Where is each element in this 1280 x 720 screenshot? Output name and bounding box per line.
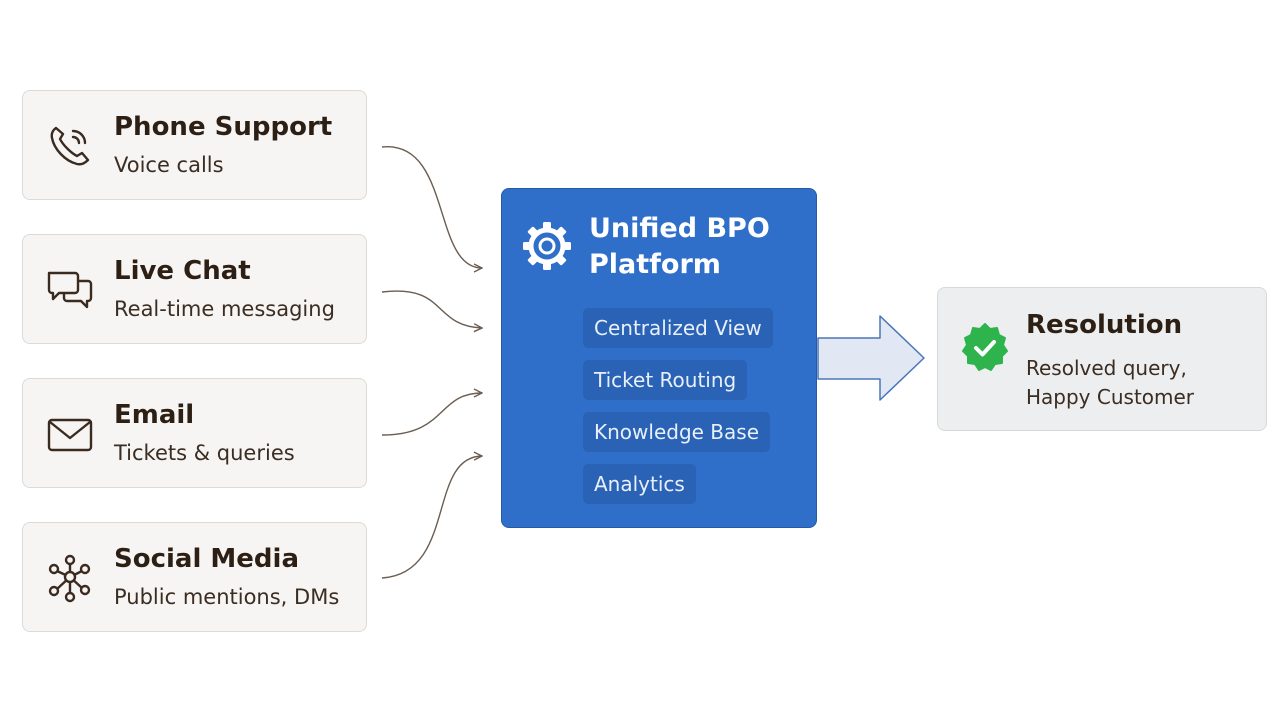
phone-icon — [50, 126, 90, 166]
channel-title: Email — [114, 400, 195, 430]
feature-ticket-routing: Ticket Routing — [583, 360, 748, 400]
channel-subtitle: Tickets & queries — [114, 441, 295, 465]
chat-bubbles-icon — [47, 271, 93, 309]
channel-subtitle: Real-time messaging — [114, 297, 335, 321]
channel-subtitle: Public mentions, DMs — [114, 585, 340, 609]
envelope-icon — [47, 418, 93, 452]
channel-card-chat: Live Chat Real-time messaging — [22, 234, 367, 344]
connector-phone — [381, 146, 482, 268]
connector-social — [381, 456, 482, 579]
channel-subtitle: Voice calls — [114, 153, 224, 177]
platform-title: Unified BPO Platform — [589, 213, 770, 280]
verified-check-icon — [962, 323, 1008, 371]
unified-platform-box: Unified BPO Platform Centralized View Ti… — [501, 188, 817, 528]
connector-chat — [381, 290, 482, 328]
channel-card-phone: Phone Support Voice calls — [22, 90, 367, 200]
network-icon — [48, 554, 91, 603]
channel-card-social: Social Media Public mentions, DMs — [22, 522, 367, 632]
resolution-card: Resolution Resolved query, Happy Custome… — [937, 287, 1267, 431]
resolution-description: Resolved query, Happy Customer — [1026, 356, 1195, 409]
connector-email — [381, 393, 482, 436]
gear-icon — [523, 222, 571, 270]
channel-card-email: Email Tickets & queries — [22, 378, 367, 488]
feature-centralized-view: Centralized View — [583, 308, 773, 348]
channel-title: Live Chat — [114, 256, 251, 286]
flow-arrow — [817, 315, 925, 401]
feature-analytics: Analytics — [583, 464, 696, 504]
channel-title: Phone Support — [114, 112, 333, 142]
channel-title: Social Media — [114, 544, 299, 574]
resolution-title: Resolution — [1026, 310, 1183, 340]
feature-knowledge-base: Knowledge Base — [583, 412, 770, 452]
